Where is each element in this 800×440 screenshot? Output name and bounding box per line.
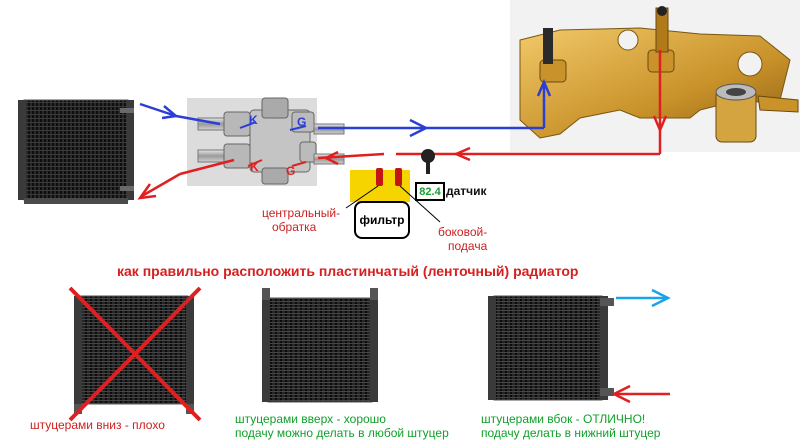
return-flow-lines <box>137 50 668 200</box>
radiator-best <box>488 295 614 401</box>
side-nozzle-label-2: подача <box>448 239 488 253</box>
sensor-readout: 82.4 <box>415 182 445 201</box>
good-caption-2: подачу можно делать в любой штуцер <box>235 426 449 440</box>
radiator-top-left <box>18 99 134 204</box>
side-nozzle-label-1: боковой- <box>438 225 488 239</box>
central-nozzle-label-2: обратка <box>272 220 317 234</box>
radiator-good <box>262 288 378 403</box>
bad-caption: штуцерами вниз - плохо <box>30 418 165 432</box>
sensor-label: датчик <box>446 184 487 198</box>
cross-line-b <box>68 286 202 422</box>
thermostat-valve-photo <box>187 97 345 186</box>
filter-leader-lines <box>345 185 441 223</box>
good-caption-1: штуцерами вверх - хорошо <box>235 412 386 426</box>
radiator-bad <box>68 286 202 422</box>
valve-label-k-top: K <box>249 113 258 127</box>
brass-adapter-photo <box>510 0 800 152</box>
filter-nozzles <box>350 168 410 202</box>
central-nozzle-label-1: центральный- <box>262 206 341 220</box>
best-caption-2: подачу делать в нижний штуцер <box>481 426 661 440</box>
page-title: как правильно расположить пластинчатый (… <box>117 263 579 279</box>
sensor-tee <box>421 149 435 174</box>
supply-flow-lines <box>139 78 552 138</box>
filter-box: фильтр <box>354 201 410 239</box>
valve-label-g-bottom: G <box>286 164 296 178</box>
cyan-outflow-arrow <box>616 288 671 308</box>
valve-label-k-bottom: K <box>250 160 259 174</box>
red-inflow-arrow <box>611 384 670 404</box>
valve-inner-arrows <box>239 121 307 167</box>
valve-label-g-top: G <box>297 115 307 129</box>
best-caption-1: штуцерами вбок - ОТЛИЧНО! <box>481 412 646 426</box>
